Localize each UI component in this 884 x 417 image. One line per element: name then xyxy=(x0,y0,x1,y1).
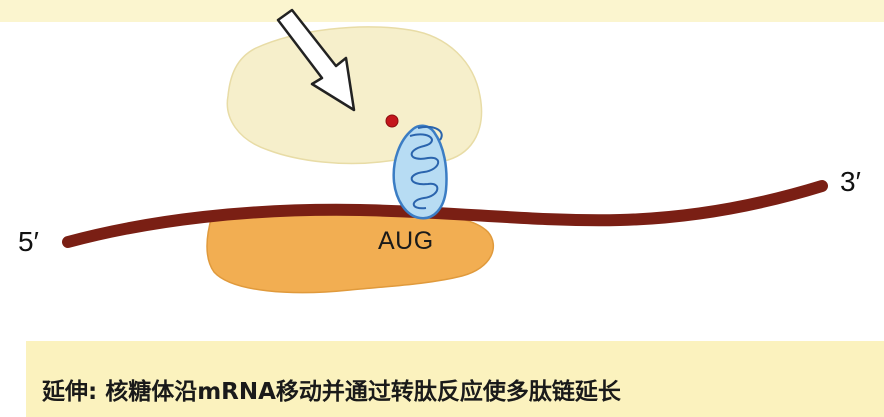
trna xyxy=(392,124,448,220)
amino-acid xyxy=(385,114,399,128)
large-subunit xyxy=(226,26,483,165)
three-prime-label: 3′ xyxy=(840,166,861,197)
small-subunit xyxy=(206,210,495,294)
caption-text: 延伸: 核糖体沿mRNA移动并通过转肽反应使多肽链延长 xyxy=(42,379,621,405)
caption-box xyxy=(26,341,884,417)
five-prime-label: 5′ xyxy=(18,226,39,257)
mrna-strand xyxy=(62,180,828,248)
movement-arrow xyxy=(276,8,356,112)
top-band xyxy=(0,0,884,22)
codon-label: AUG xyxy=(378,227,434,255)
